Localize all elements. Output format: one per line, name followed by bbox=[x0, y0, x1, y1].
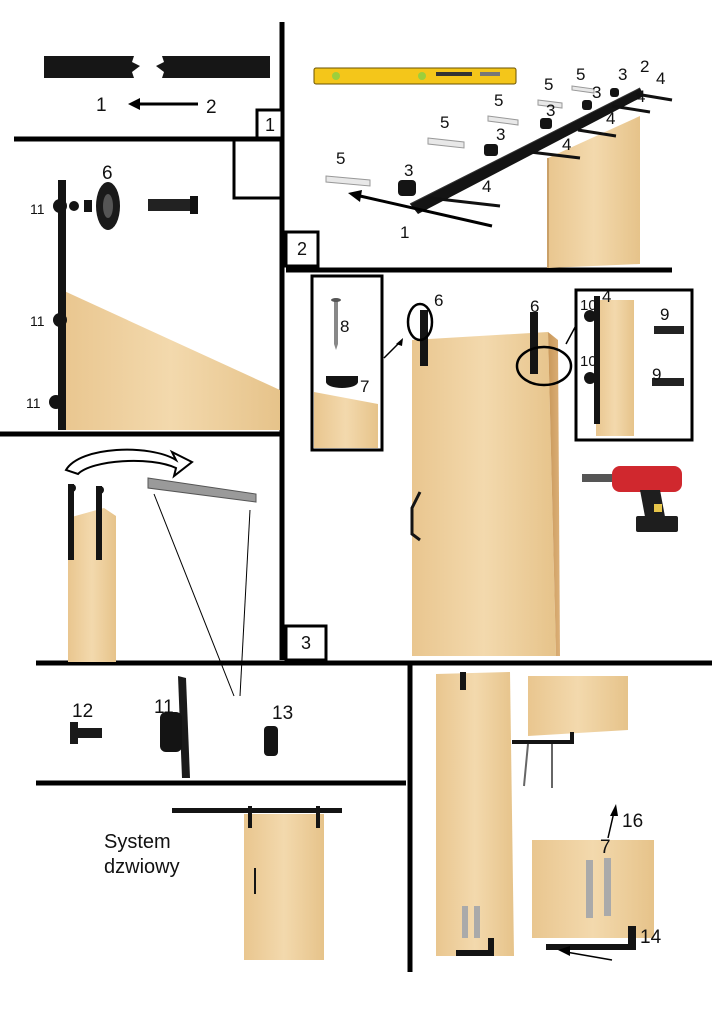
label-guide-14: 14 bbox=[640, 927, 662, 948]
label-roller-6: 6 bbox=[102, 163, 113, 184]
stopper-icon bbox=[546, 926, 636, 950]
rail-mounting-scene bbox=[313, 67, 673, 268]
label-mount-9a: 9 bbox=[660, 305, 670, 324]
label-rail-4a: 4 bbox=[482, 177, 492, 196]
roller-side-view bbox=[49, 180, 280, 431]
step-boxes bbox=[255, 108, 328, 662]
label-rail-3e: 3 bbox=[618, 65, 628, 84]
label-guide-7: 7 bbox=[600, 837, 611, 858]
system-overview bbox=[172, 806, 342, 960]
drill-icon bbox=[582, 466, 682, 532]
label-rail-4d: 4 bbox=[636, 87, 646, 106]
screw-icon bbox=[334, 300, 338, 350]
roller-wheel-icon bbox=[96, 182, 120, 230]
bracket-connector bbox=[232, 139, 280, 200]
label-rail-3d: 3 bbox=[592, 83, 602, 102]
label-rail-2: 2 bbox=[640, 57, 650, 76]
label-mount-8: 8 bbox=[340, 317, 350, 336]
label-mount-10b: 10 bbox=[580, 353, 597, 370]
system-caption: System dzwiowy bbox=[104, 830, 180, 880]
rotate-arrow-icon bbox=[64, 448, 194, 479]
label-rail-5e: 5 bbox=[576, 65, 586, 84]
label-rail-1: 1 bbox=[400, 223, 410, 242]
parts-detail bbox=[70, 676, 278, 778]
label-rail-5c: 5 bbox=[494, 91, 504, 110]
label-part-12: 12 bbox=[72, 701, 94, 722]
label-part-13: 13 bbox=[272, 703, 294, 724]
caption-line-1: System bbox=[104, 831, 171, 853]
label-rail-3b: 3 bbox=[496, 125, 506, 144]
label-join-left: 1 bbox=[96, 95, 107, 116]
bolt-icon bbox=[148, 199, 192, 211]
track-rail-gray bbox=[147, 477, 257, 503]
inset-screw-cap bbox=[310, 274, 384, 452]
label-join-right: 2 bbox=[206, 97, 217, 118]
label-mount-4: 4 bbox=[602, 287, 612, 306]
label-part-11: 11 bbox=[154, 697, 174, 718]
track-rail-join bbox=[44, 56, 270, 110]
label-rail-3a: 3 bbox=[404, 161, 414, 180]
label-rail-5b: 5 bbox=[440, 113, 450, 132]
step-number-3: 3 bbox=[300, 633, 311, 653]
label-rail-5d: 5 bbox=[544, 75, 554, 94]
floor-guide-scene bbox=[436, 672, 654, 961]
step-number-1: 1 bbox=[264, 115, 275, 135]
label-mount-10a: 10 bbox=[580, 297, 597, 314]
label-mount-6a: 6 bbox=[434, 291, 444, 310]
label-rail-3c: 3 bbox=[546, 101, 556, 120]
label-rail-4e: 4 bbox=[656, 69, 666, 88]
inset-bolts bbox=[574, 288, 694, 442]
label-roller-11a: 11 bbox=[30, 201, 45, 217]
label-mount-9b: 9 bbox=[652, 365, 662, 384]
label-rail-4c: 4 bbox=[606, 109, 616, 128]
panel-dividers bbox=[0, 22, 712, 972]
label-roller-11b: 11 bbox=[30, 313, 45, 329]
label-roller-11c: 11 bbox=[26, 395, 41, 411]
label-rail-5a: 5 bbox=[336, 149, 346, 168]
label-rail-4b: 4 bbox=[562, 135, 572, 154]
door-handle-icon bbox=[410, 491, 422, 542]
label-mount-6b: 6 bbox=[530, 297, 540, 316]
flip-track-scene bbox=[64, 448, 257, 697]
door-hanger-scene bbox=[383, 302, 581, 656]
step-number-2: 2 bbox=[296, 239, 307, 259]
floor-guide-icon bbox=[512, 732, 574, 744]
label-mount-7: 7 bbox=[360, 377, 370, 396]
caption-line-2: dzwiowy bbox=[104, 856, 180, 878]
label-guide-16: 16 bbox=[622, 811, 644, 832]
